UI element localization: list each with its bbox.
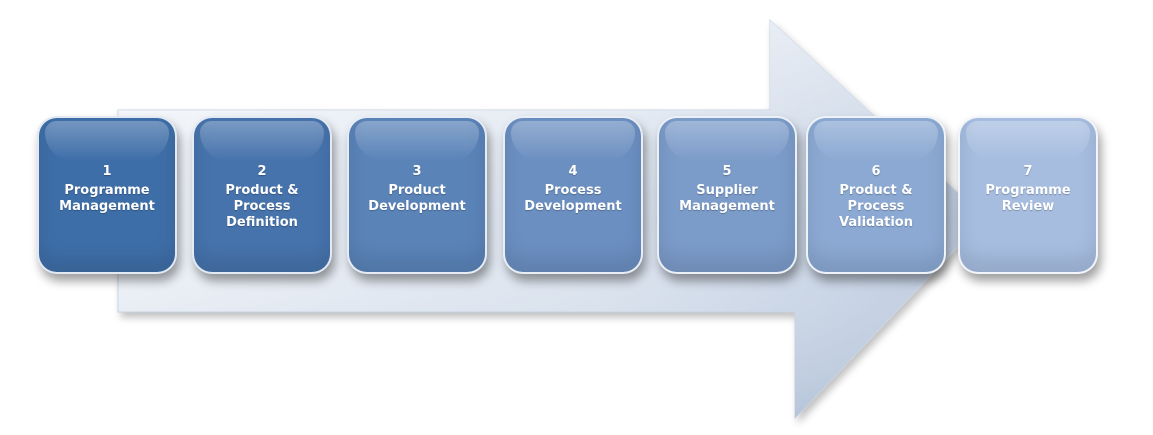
step-label: Product & Process Validation (839, 183, 913, 230)
step-number: 4 (568, 164, 578, 179)
step-label: Product & Process Definition (225, 183, 299, 230)
step-number: 7 (1023, 164, 1033, 179)
step-number: 5 (722, 164, 732, 179)
step-label: Product Development (368, 183, 466, 214)
step-label: Programme Review (985, 183, 1071, 214)
step-number: 6 (871, 164, 881, 179)
step-label: Process Development (524, 183, 622, 214)
step-number: 3 (412, 164, 422, 179)
step-label: Programme Management (59, 183, 155, 214)
step-number: 2 (257, 164, 267, 179)
step-number: 1 (102, 164, 112, 179)
step-label: Supplier Management (679, 183, 775, 214)
